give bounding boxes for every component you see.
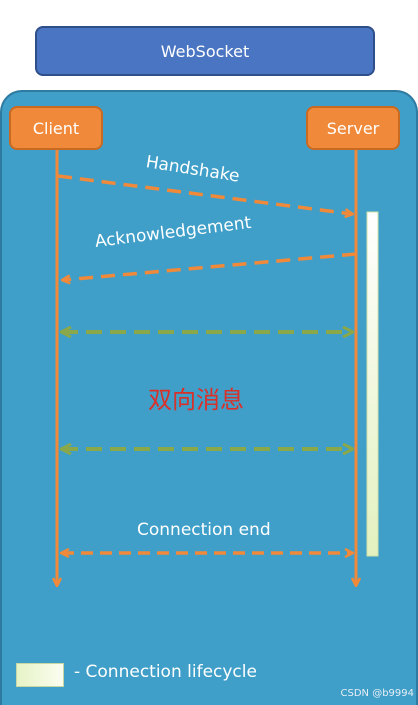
legend-label: - Connection lifecycle	[74, 662, 257, 682]
connection-lifecycle-bar	[366, 211, 379, 557]
acknowledgement-arrow	[63, 252, 357, 280]
client-actor: Client	[9, 106, 103, 150]
watermark: CSDN @b9994	[340, 688, 415, 699]
connection-end-label: Connection end	[137, 520, 271, 540]
server-actor: Server	[306, 106, 400, 150]
diagram-title: WebSocket	[35, 26, 375, 76]
bidirectional-message-label: 双向消息	[148, 386, 244, 414]
legend-swatch	[16, 663, 64, 687]
handshake-arrow	[57, 174, 352, 214]
diagram-panel	[0, 90, 418, 705]
